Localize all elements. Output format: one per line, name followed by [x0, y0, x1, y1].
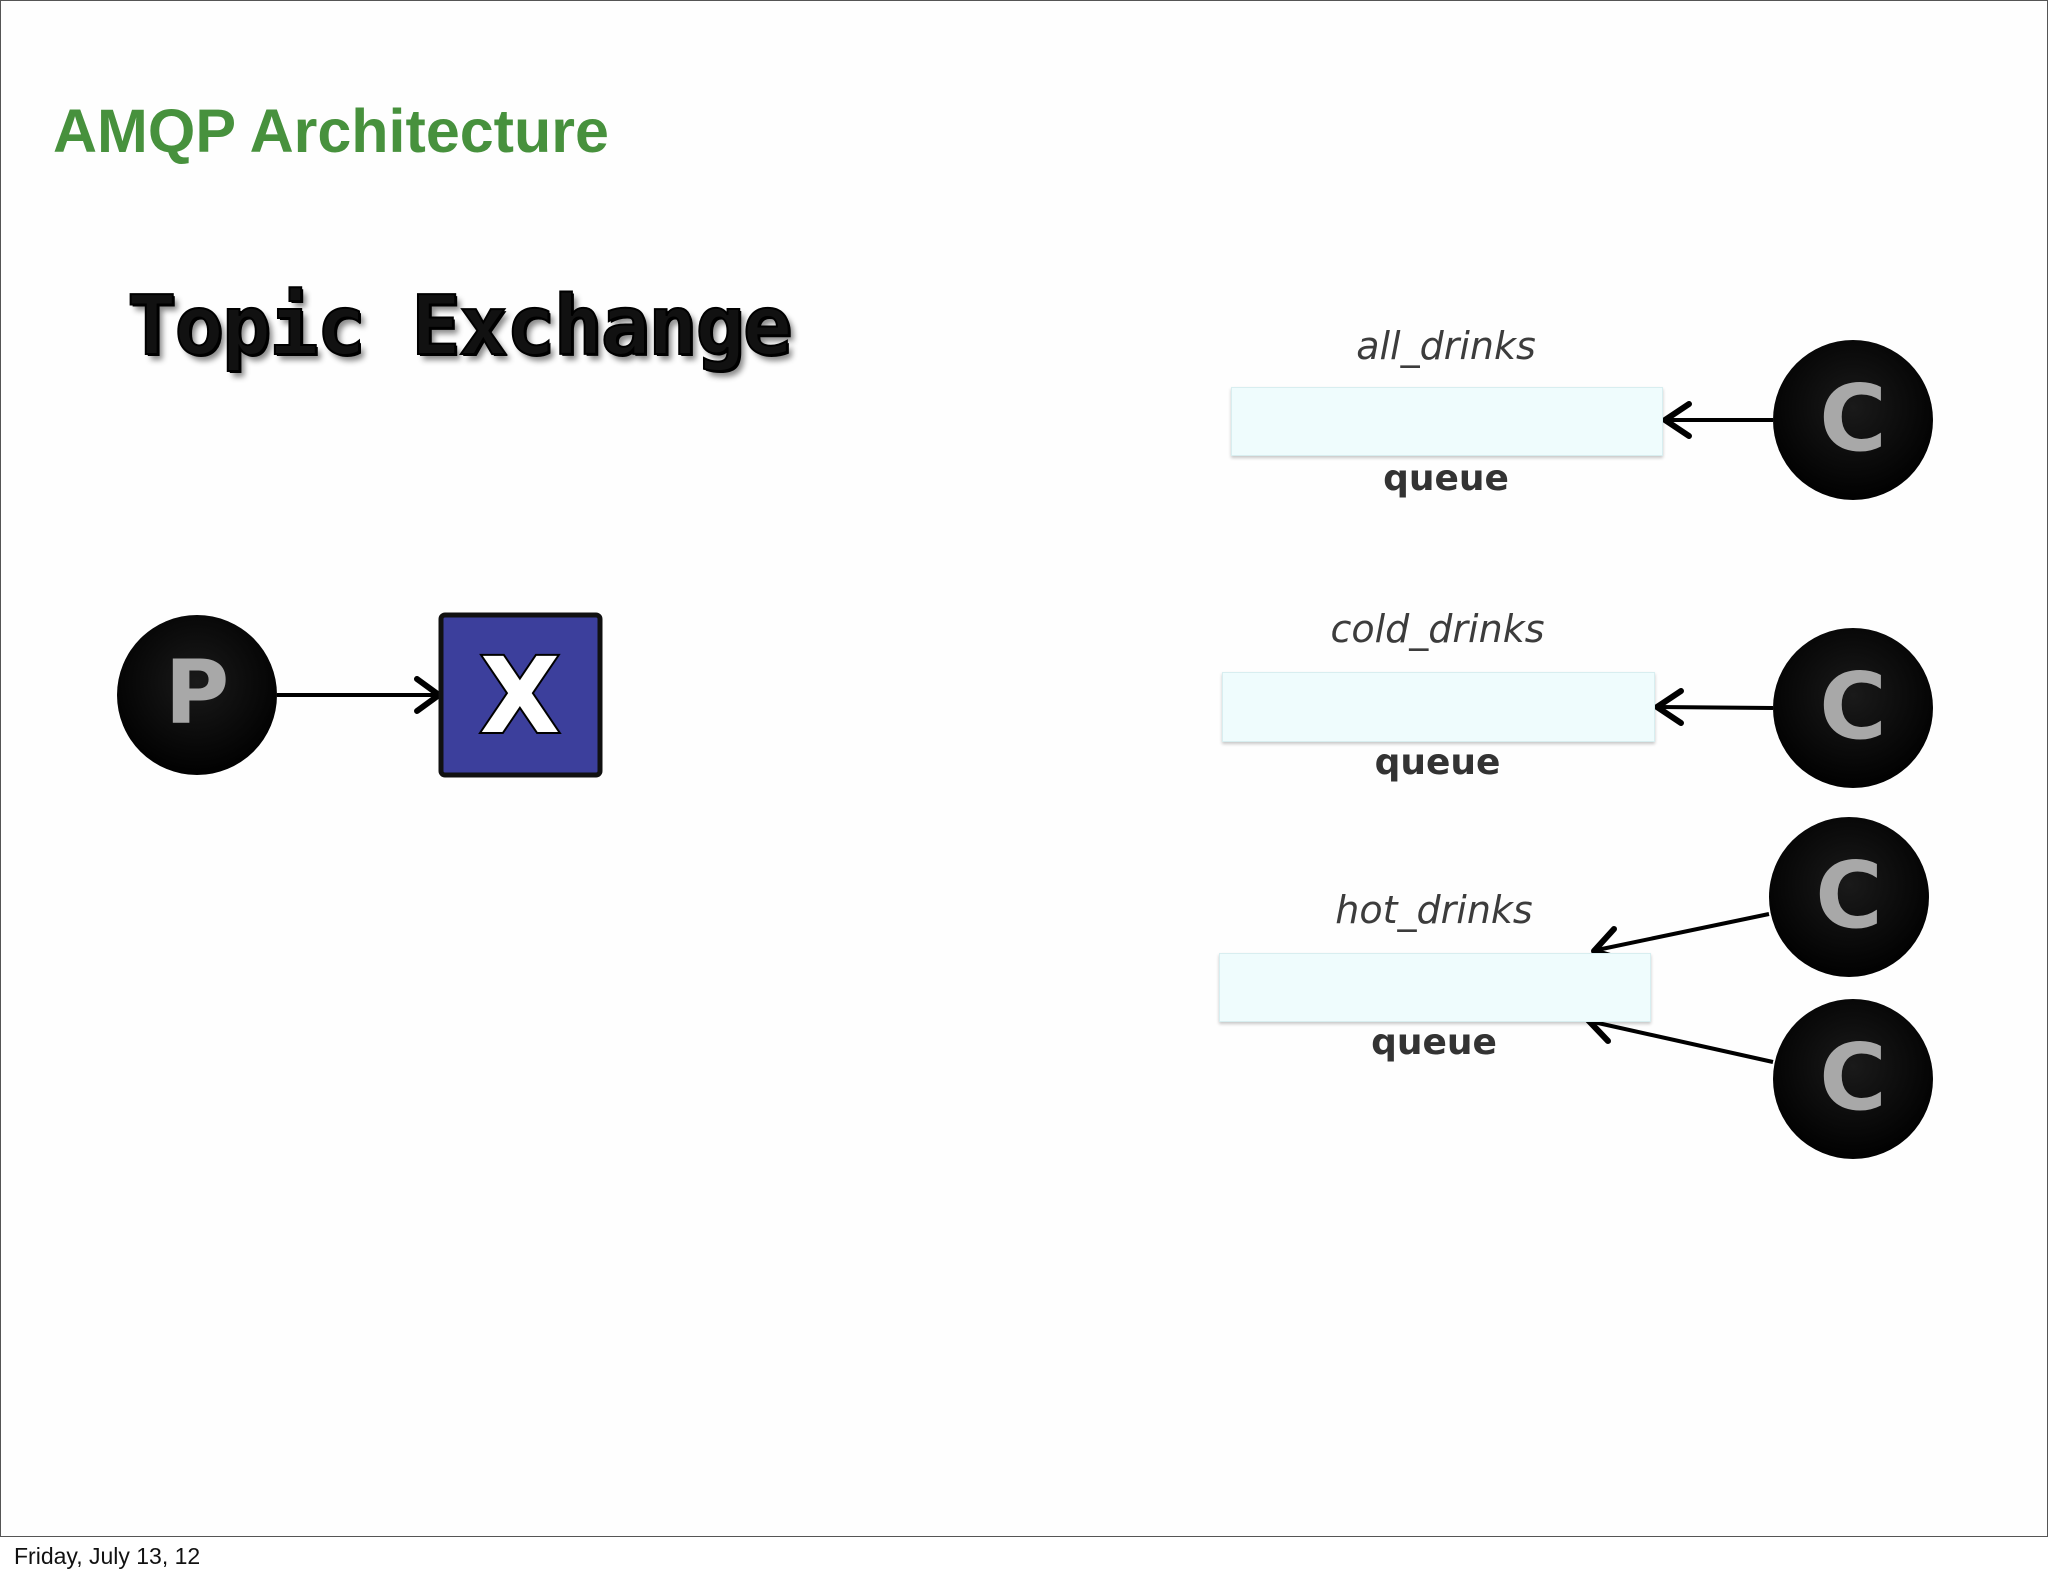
consumer-letter: C — [1819, 1024, 1887, 1131]
queue-box — [1219, 953, 1651, 1022]
producer-to-exchange-arrow — [277, 676, 442, 714]
slide: AMQP Architecture Topic Exchange P X — [0, 0, 2048, 1537]
exchange-letter: X — [480, 635, 560, 757]
producer-node: P — [117, 615, 277, 775]
consumer-arrow-cold-drinks — [1654, 688, 1774, 726]
consumer-node: C — [1773, 628, 1933, 788]
consumer-letter: C — [1815, 842, 1883, 949]
topic-exchange-heading: Topic Exchange — [126, 278, 793, 375]
queue-name: all_drinks — [1356, 324, 1536, 368]
producer-letter: P — [165, 641, 230, 744]
queue-label: queue — [1374, 742, 1501, 783]
queue-name: cold_drinks — [1330, 607, 1545, 651]
queue-box — [1231, 387, 1663, 456]
queue-box — [1222, 672, 1655, 742]
consumer-node: C — [1769, 817, 1929, 977]
queue-name: hot_drinks — [1335, 888, 1533, 932]
queue-label: queue — [1371, 1022, 1497, 1063]
consumer-node: C — [1773, 340, 1933, 500]
consumer-arrow-all-drinks — [1662, 401, 1773, 439]
consumer-letter: C — [1819, 653, 1887, 760]
footer-date: Friday, July 13, 12 — [14, 1543, 201, 1569]
diagram: P X C — [117, 340, 1933, 1159]
consumer-letter: C — [1819, 365, 1887, 472]
consumer-node: C — [1773, 999, 1933, 1159]
exchange-node: X — [438, 612, 603, 778]
queue-label: queue — [1383, 458, 1509, 499]
slide-title: AMQP Architecture — [53, 97, 609, 165]
